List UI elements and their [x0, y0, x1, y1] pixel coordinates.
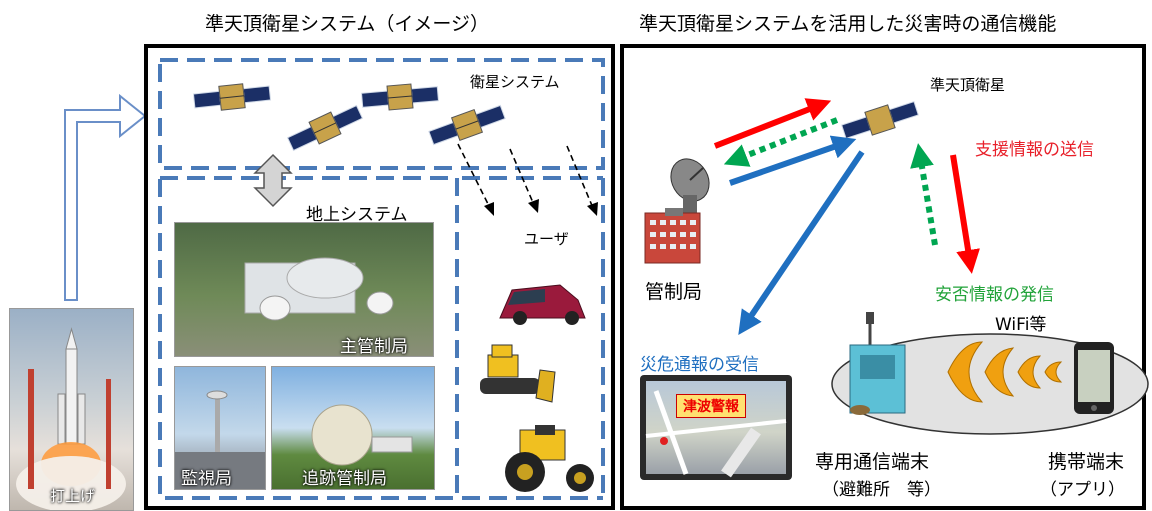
tsunami-warning-badge: 津波警報	[676, 394, 746, 418]
safety-info-label: 安否情報の発信	[935, 285, 1054, 305]
uplink-red-arrow	[713, 98, 832, 149]
wifi-label: WiFi等	[995, 315, 1047, 335]
tracking-station-photo: 追跡管制局	[271, 366, 435, 490]
main-station-building	[244, 257, 394, 321]
van-icon	[499, 284, 586, 325]
building-icon	[644, 208, 701, 264]
qzss-label: 準天頂衛星	[930, 76, 1006, 94]
monitor-station-label: 監視局	[181, 469, 232, 489]
dedicated-terminal-sublabel: （避難所 等）	[822, 480, 941, 500]
right-title: 準天頂衛星システムを活用した災害時の通信機能	[639, 13, 1057, 35]
launch-photo: 打上げ	[9, 308, 134, 511]
monitor-station-antenna	[175, 390, 265, 489]
smartphone-icon	[1074, 342, 1114, 414]
control-station-label: 管制局	[645, 281, 703, 303]
tracking-station-radome	[311, 404, 413, 466]
downlink-green-arrow	[723, 117, 839, 167]
user-label: ユーザ	[524, 230, 569, 248]
satellite-system-label: 衛星システム	[470, 73, 560, 91]
ground-system-label: 地上システム	[306, 205, 408, 225]
tracking-station-label: 追跡管制局	[302, 469, 387, 489]
rocket-icon	[16, 327, 126, 510]
disaster-info-label: 災危通報の受信	[640, 355, 759, 375]
mobile-terminal-sublabel: （アプリ）	[1040, 480, 1125, 500]
dish-antenna-icon	[670, 158, 710, 213]
bulldozer-icon	[480, 344, 556, 403]
main-station-photo: 主管制局	[174, 222, 434, 357]
main-station-label: 主管制局	[340, 337, 408, 357]
map-roads	[645, 390, 787, 478]
red-support-arrow	[950, 154, 980, 274]
navigation-map: 津波警報	[645, 381, 787, 478]
downlink-blue-arrow	[729, 135, 857, 186]
tractor-icon	[505, 425, 594, 492]
mobile-terminal-label: 携帯端末	[1048, 451, 1125, 473]
dedicated-terminal-icon	[849, 312, 906, 415]
launch-label: 打上げ	[50, 487, 96, 505]
dedicated-terminal-label: 専用通信端末	[815, 451, 930, 473]
blue-broadcast-arrow	[738, 150, 865, 335]
support-info-label: 支援情報の送信	[975, 140, 1094, 160]
car-navigation-screen: 津波警報	[640, 375, 792, 480]
left-title: 準天頂衛星システム（イメージ）	[205, 13, 490, 35]
green-safety-arrow	[910, 143, 938, 246]
wifi-waves-icon	[947, 341, 1063, 403]
monitor-station-photo: 監視局	[174, 366, 266, 490]
